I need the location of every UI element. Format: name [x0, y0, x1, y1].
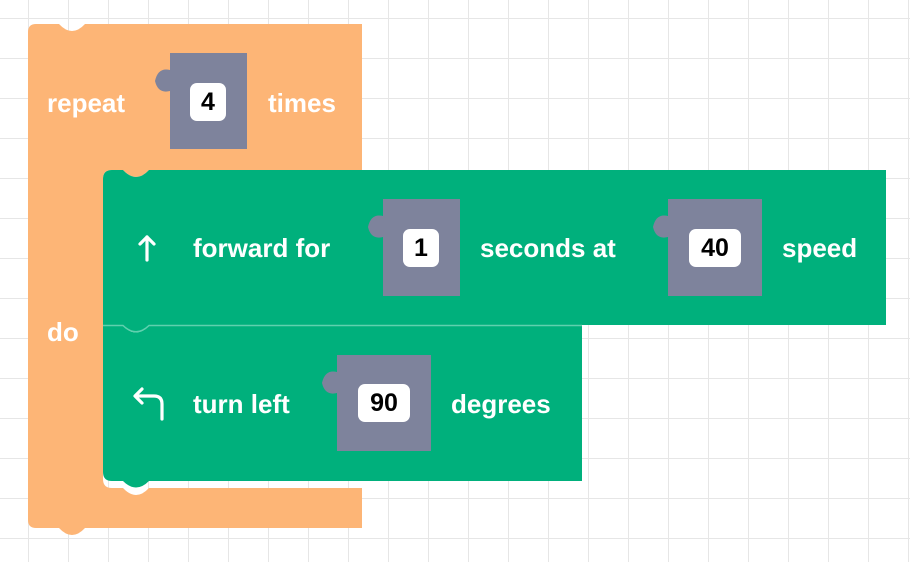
- times-label: times: [268, 88, 336, 118]
- degrees-input[interactable]: 90: [358, 384, 410, 422]
- repeat-count-input[interactable]: 4: [190, 83, 226, 121]
- arrow-up-icon: [138, 235, 156, 262]
- do-label: do: [47, 317, 79, 347]
- repeat-block[interactable]: [28, 24, 362, 535]
- seconds-label: seconds at: [480, 233, 616, 263]
- turn-left-arrow-icon: [133, 387, 164, 421]
- block-seam: [103, 324, 582, 333]
- forward-label: forward for: [193, 233, 331, 263]
- speed-label: speed: [782, 233, 858, 263]
- turn-left-label: turn left: [193, 389, 290, 419]
- seconds-input[interactable]: 1: [403, 229, 439, 267]
- degrees-label: degrees: [451, 389, 551, 419]
- repeat-label: repeat: [47, 88, 126, 118]
- speed-input[interactable]: 40: [689, 229, 741, 267]
